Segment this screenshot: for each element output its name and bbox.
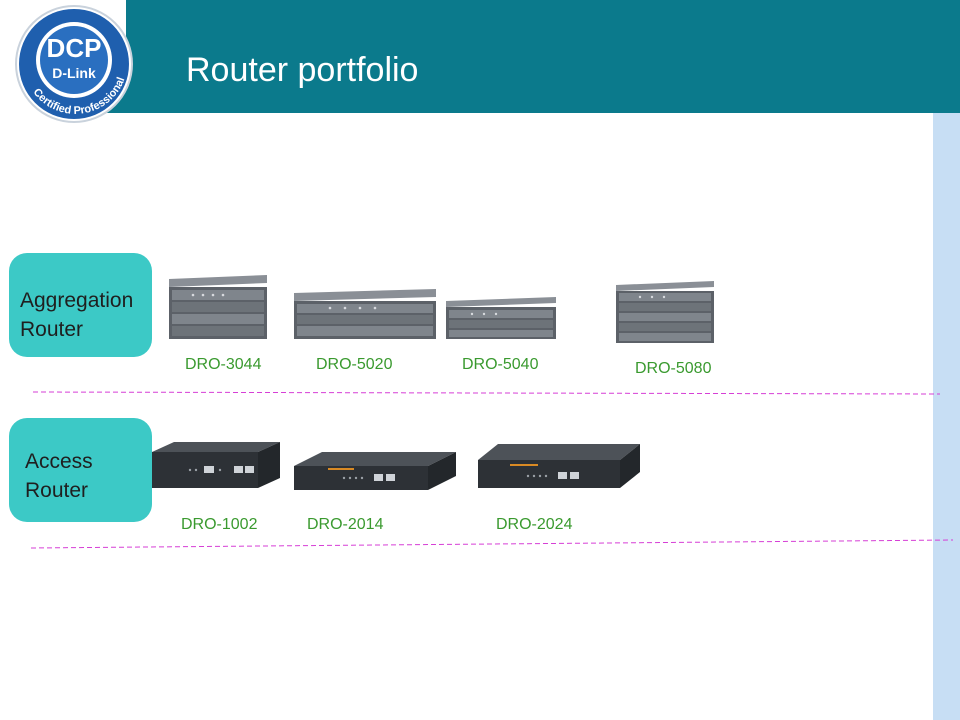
model-label-dro-5020: DRO-5020 <box>316 356 393 373</box>
separator-line-bottom <box>30 539 954 549</box>
model-label-dro-2024: DRO-2024 <box>496 516 573 533</box>
page-title: Router portfolio <box>186 51 419 89</box>
model-label-dro-5040: DRO-5040 <box>462 356 539 373</box>
router-image-dro-5040 <box>446 297 556 339</box>
category-label-line1: Aggregation <box>20 289 134 312</box>
separator-line-top <box>32 391 941 395</box>
header-banner <box>0 0 960 113</box>
category-label-line2: Router <box>25 479 89 502</box>
model-label-dro-1002: DRO-1002 <box>181 516 258 533</box>
router-image-dro-2024 <box>478 444 640 488</box>
model-label-dro-5080: DRO-5080 <box>635 360 712 377</box>
dcp-logo: DCP D-Link Certified Professional <box>15 5 133 123</box>
logo-sub-text: D-Link <box>52 65 96 81</box>
router-image-dro-2014 <box>294 452 456 490</box>
right-sidebar-bar <box>933 113 960 720</box>
category-label-line2: Router <box>20 318 84 341</box>
category-access-router: Access Router <box>9 418 152 522</box>
category-label-line1: Access <box>25 450 93 473</box>
router-image-dro-1002 <box>152 442 280 488</box>
model-label-dro-2014: DRO-2014 <box>307 516 384 533</box>
category-aggregation-router: Aggregation Router <box>9 253 152 357</box>
model-label-dro-3044: DRO-3044 <box>185 356 262 373</box>
router-image-dro-3044 <box>169 275 267 339</box>
router-image-dro-5080 <box>616 281 714 343</box>
logo-main-text: DCP <box>47 33 102 63</box>
router-image-dro-5020 <box>294 289 436 339</box>
